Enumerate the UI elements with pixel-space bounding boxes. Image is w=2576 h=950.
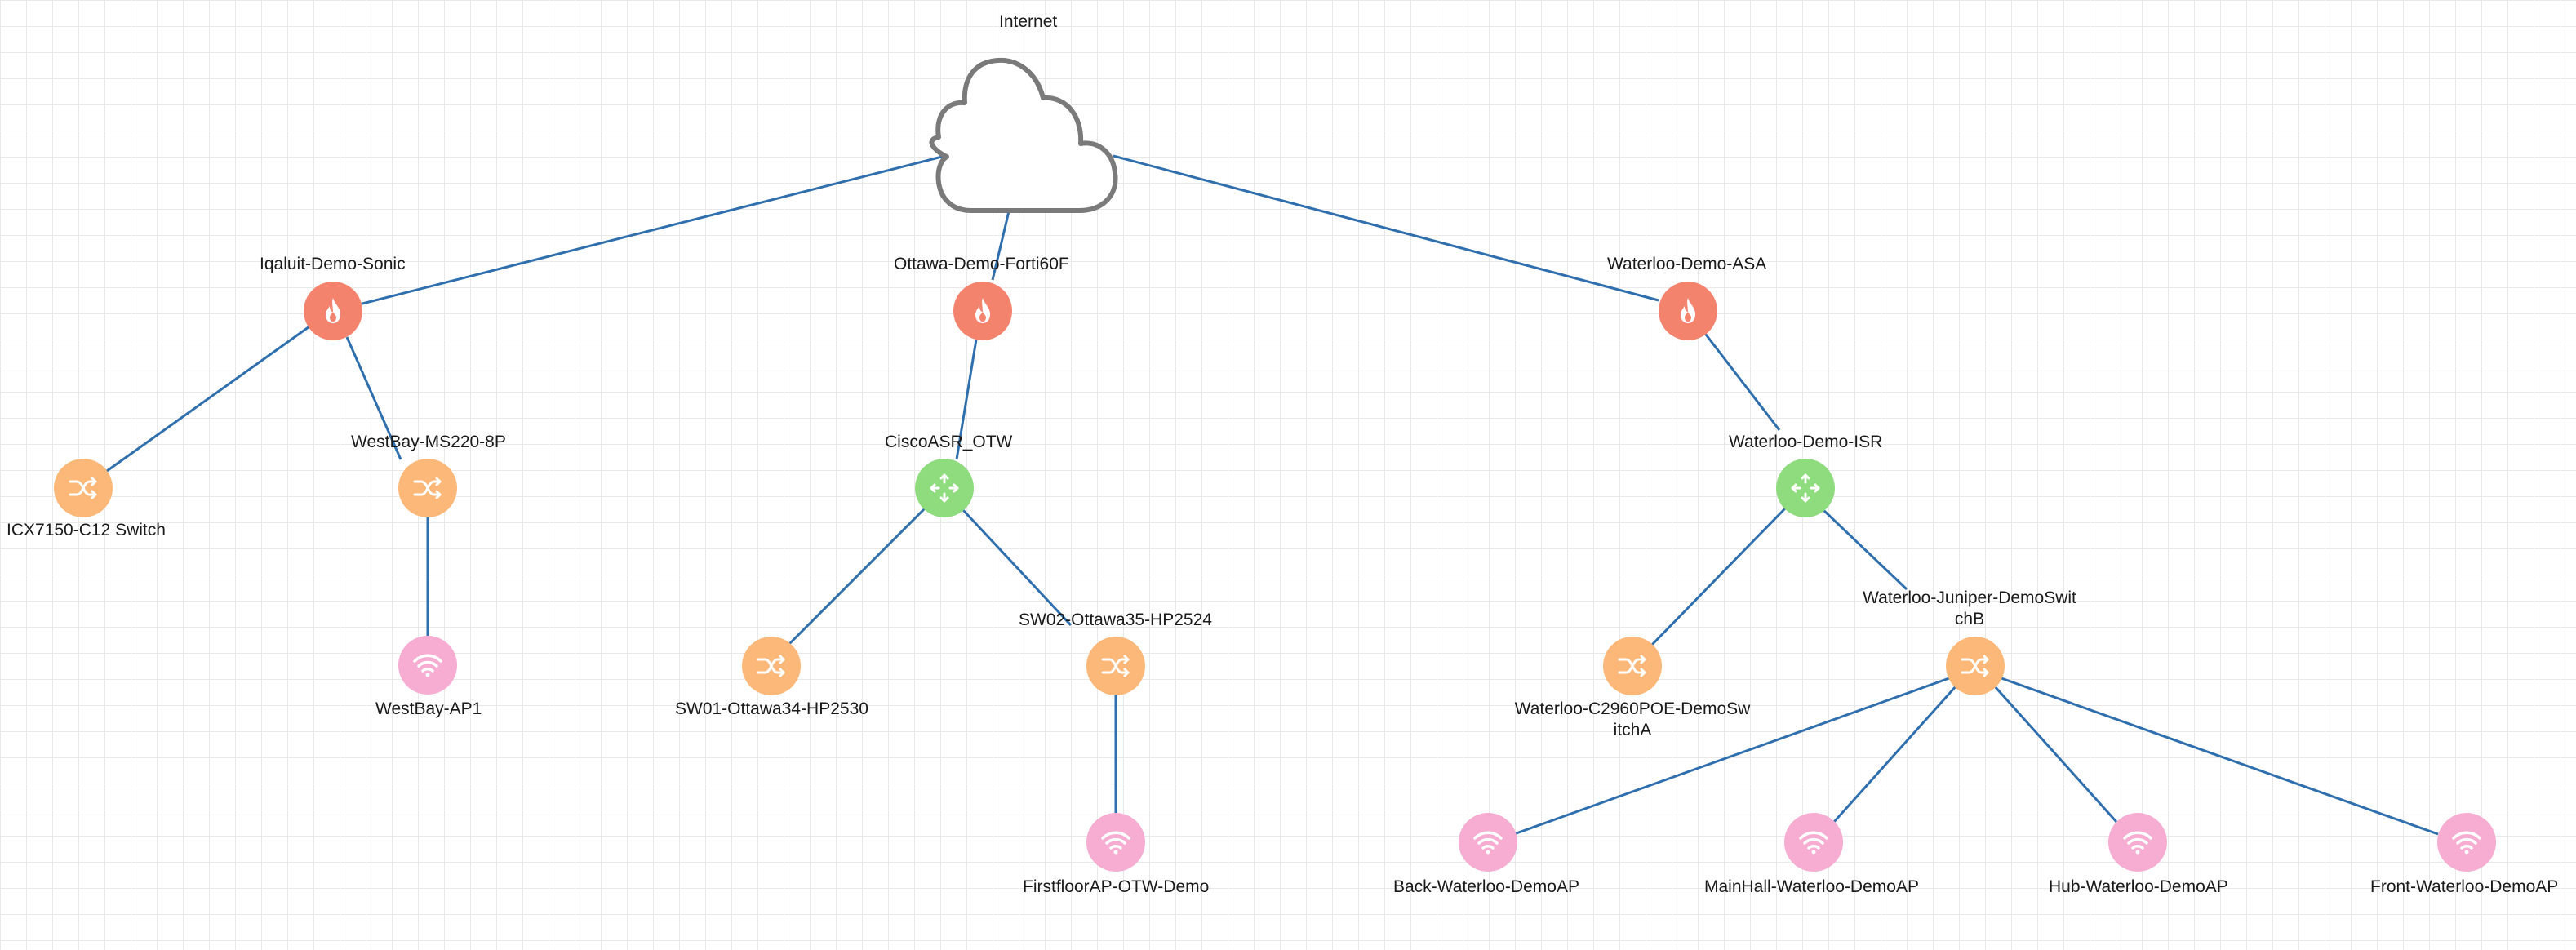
link-internet-iqaluit [358, 154, 946, 306]
flame-icon [326, 298, 340, 323]
link-ottawa-cisco [955, 339, 978, 460]
router-node-cisco-asr[interactable] [915, 459, 974, 517]
label-back-ap: Back-Waterloo-DemoAP [1393, 877, 1579, 896]
ap-node-front-waterloo[interactable] [2437, 813, 2496, 872]
ap-node-back-waterloo[interactable] [1459, 813, 1517, 872]
switch-node-westbay[interactable] [398, 459, 457, 517]
router-node-waterloo-isr[interactable] [1776, 459, 1835, 517]
label-sw02: SW02-Ottawa35-HP2524 [1019, 610, 1212, 629]
firewall-node-ottawa[interactable] [953, 282, 1012, 340]
firewall-node-waterloo[interactable] [1659, 282, 1717, 340]
label-waterloo-c2960: Waterloo-C2960POE-DemoSwitchA [1514, 699, 1751, 739]
internet-label: Internet [999, 12, 1058, 31]
internet-cloud-icon[interactable] [929, 57, 1118, 213]
switch-node-waterloo-c2960[interactable] [1603, 637, 1662, 695]
label-westbay-switch: WestBay-MS220-8P [351, 433, 506, 451]
label-sw01: SW01-Ottawa34-HP2530 [675, 699, 868, 718]
shuffle-arrows-icon [69, 477, 97, 499]
wifi-icon [2452, 831, 2481, 855]
firewall-node-iqaluit[interactable] [304, 282, 362, 340]
link-iqaluit-westbay [345, 336, 402, 460]
label-front-ap: Front-Waterloo-DemoAP [2370, 877, 2559, 896]
router-arrows-icon [1791, 473, 1820, 503]
label-iqaluit-fw: Iqaluit-Demo-Sonic [260, 255, 406, 273]
link-juniper-backap [1513, 677, 1950, 836]
switch-node-sw02[interactable] [1086, 637, 1145, 695]
shuffle-arrows-icon [757, 655, 785, 677]
link-iqaluit-icx [100, 323, 313, 477]
flame-icon [975, 298, 990, 323]
label-mainhall-ap: MainHall-Waterloo-DemoAP [1704, 877, 1919, 896]
switch-node-icx7150[interactable] [54, 459, 113, 517]
link-juniper-mainhallap [1832, 684, 1958, 823]
ap-node-mainhall-waterloo[interactable] [1784, 813, 1843, 872]
switch-node-waterloo-juniper[interactable] [1946, 637, 2005, 695]
switch-node-sw01[interactable] [742, 637, 801, 695]
router-arrows-icon [930, 473, 959, 503]
shuffle-arrows-icon [1101, 655, 1130, 677]
ap-node-westbay[interactable] [398, 636, 457, 695]
link-internet-ottawa [991, 211, 1010, 281]
wifi-icon [2123, 831, 2152, 855]
label-waterloo-juniper: Waterloo-Juniper-DemoSwitchB [1863, 588, 2076, 628]
shuffle-arrows-icon [1961, 655, 1989, 677]
wifi-icon [1799, 831, 1828, 855]
label-waterloo-fw: Waterloo-Demo-ASA [1607, 255, 1767, 273]
shuffle-arrows-icon [1618, 655, 1646, 677]
label-waterloo-isr: Waterloo-Demo-ISR [1729, 433, 1883, 451]
label-icx-switch: ICX7150-C12 Switch [7, 521, 166, 539]
wifi-icon [413, 654, 442, 677]
wifi-icon [1101, 831, 1130, 855]
label-firstfloor-ap: FirstfloorAP-OTW-Demo [1023, 877, 1210, 896]
ap-node-firstfloor[interactable] [1086, 813, 1145, 872]
label-hub-ap: Hub-Waterloo-DemoAP [2049, 877, 2228, 896]
ap-node-hub-waterloo[interactable] [2108, 813, 2167, 872]
link-juniper-frontap [2001, 677, 2439, 836]
label-westbay-ap: WestBay-AP1 [375, 699, 482, 718]
label-ottawa-fw: Ottawa-Demo-Forti60F [894, 255, 1069, 273]
link-cisco-sw02 [962, 508, 1073, 627]
link-cisco-sw01 [785, 507, 926, 648]
wifi-icon [1473, 831, 1503, 855]
link-isr-c2960 [1649, 507, 1787, 648]
flame-icon [1681, 298, 1695, 323]
shuffle-arrows-icon [413, 477, 442, 499]
link-internet-waterloo [1113, 154, 1659, 302]
link-waterloo-isr [1702, 331, 1781, 431]
link-juniper-hubap [1992, 684, 2118, 823]
label-cisco-asr: CiscoASR_OTW [885, 433, 1013, 451]
link-isr-juniper [1822, 508, 1908, 591]
